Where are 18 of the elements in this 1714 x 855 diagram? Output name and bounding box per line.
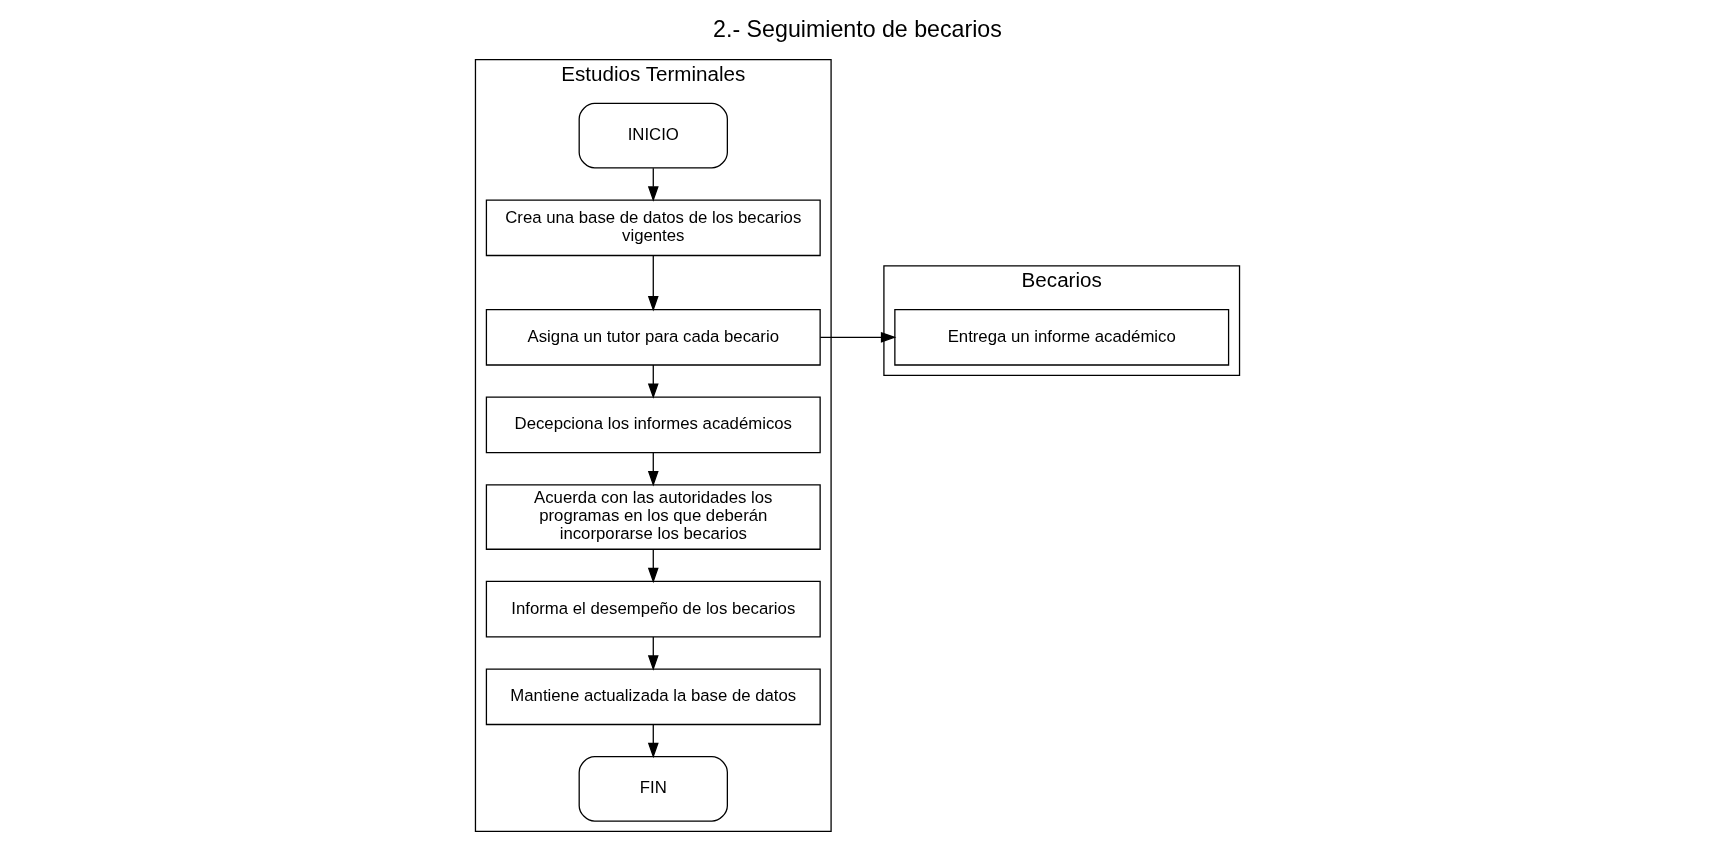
- arrow: [647, 636, 659, 671]
- arrow: [647, 254, 659, 312]
- arrow: [819, 331, 896, 343]
- diagram-title: 2.- Seguimiento de becarios: [712, 15, 1002, 42]
- arrow: [647, 549, 659, 584]
- node-box: INICIO: [578, 102, 728, 169]
- arrow: [647, 364, 659, 399]
- node-box: FIN: [578, 756, 728, 822]
- arrow: [647, 452, 659, 487]
- node-box: Acuerda con las autoridades los programas en los que deberán incorporarse los becarios: [485, 484, 821, 550]
- node-box: Asigna un tutor para cada becario: [485, 308, 821, 366]
- node-box: Entrega un informe académico: [893, 308, 1229, 366]
- node-box: Mantiene actualizada la base de datos: [485, 668, 821, 726]
- node-box: Decepciona los informes académicos: [485, 396, 821, 454]
- arrow: [647, 167, 659, 202]
- node-box: Informa el desempeño de los becarios: [485, 580, 821, 638]
- arrow: [647, 724, 659, 759]
- node-box: Crea una base de datos de los becarios vigentes: [485, 199, 821, 257]
